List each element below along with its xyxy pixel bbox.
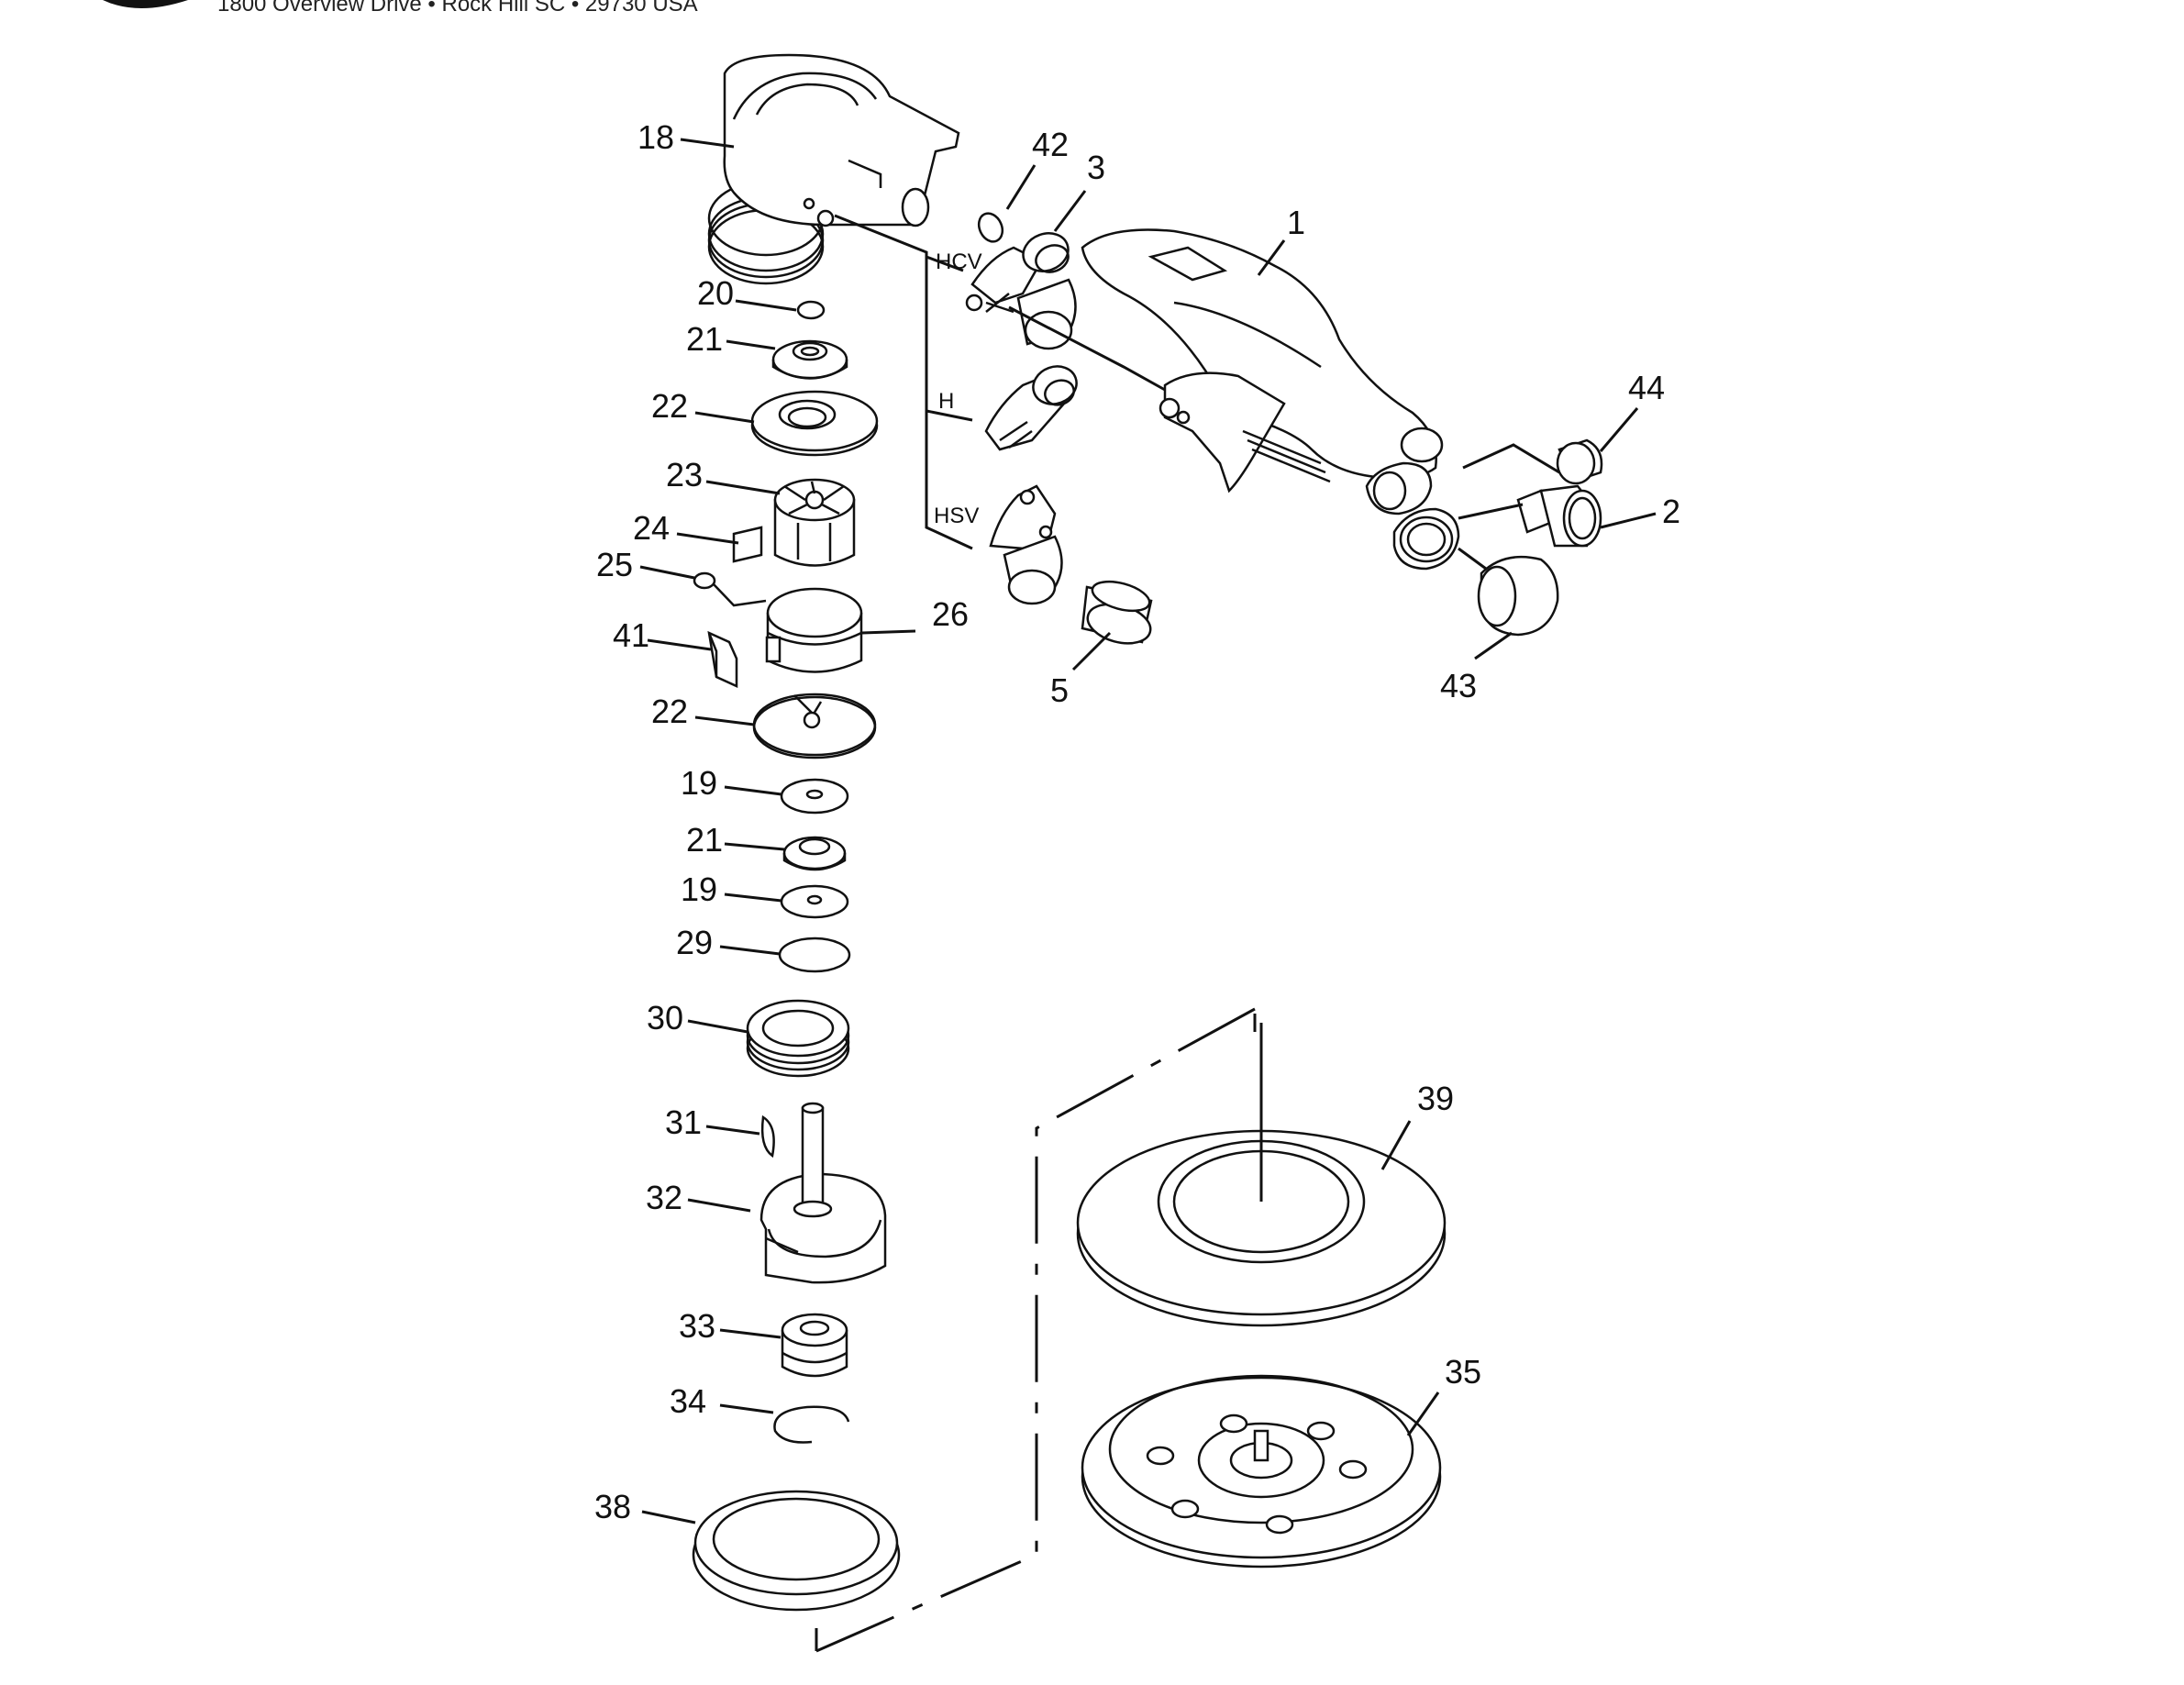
part-30-bearing-housing <box>746 999 850 1078</box>
part-19-spacer-upper <box>780 778 849 815</box>
label-26: 26 <box>932 595 969 633</box>
label-22b: 22 <box>651 693 688 730</box>
part-21-bearing-upper <box>771 339 848 380</box>
label-3: 3 <box>1087 149 1105 186</box>
label-29: 29 <box>676 924 713 961</box>
brand-logo <box>103 0 188 8</box>
part-34-retaining-ring <box>773 1405 850 1444</box>
header: 1800 Overview Drive • Rock Hill SC • 297… <box>103 0 698 17</box>
part-22-end-plate-lower <box>752 693 877 759</box>
part-labels: 18 20 21 22 23 24 25 26 41 22 19 21 19 2… <box>594 118 1680 1525</box>
header-address: 1800 Overview Drive • Rock Hill SC • 297… <box>217 0 698 17</box>
part-33-bearing <box>781 1313 848 1378</box>
assembly-lines <box>815 214 1560 1653</box>
part-42-o-ring <box>977 212 1004 243</box>
part-32-shaft-counterweight <box>759 1102 887 1284</box>
label-31: 31 <box>665 1103 702 1141</box>
part-18-housing <box>707 53 960 285</box>
part-31-key <box>760 1114 775 1158</box>
label-19b: 19 <box>681 870 717 908</box>
part-20-retaining-ring <box>796 300 826 320</box>
label-39: 39 <box>1417 1080 1454 1117</box>
label-20: 20 <box>697 274 734 312</box>
code-hcv: HCV <box>936 249 982 274</box>
part-23-rotor <box>773 478 856 567</box>
part-35-backing-pad <box>1081 1374 1442 1569</box>
label-2: 2 <box>1662 493 1680 530</box>
label-18: 18 <box>637 118 674 156</box>
label-38: 38 <box>594 1488 631 1525</box>
valve-hsv <box>989 484 1063 605</box>
part-44-cap <box>1556 438 1603 485</box>
valve-h <box>984 365 1078 451</box>
part-41-plate <box>707 630 738 688</box>
part-22-end-plate-upper <box>750 390 879 457</box>
valve-codes: HCV H HSV <box>934 249 982 528</box>
label-24: 24 <box>633 509 670 547</box>
part-19-spacer-lower <box>780 884 849 919</box>
label-33: 33 <box>679 1307 715 1345</box>
part-38-shroud <box>692 1490 901 1612</box>
label-5: 5 <box>1050 671 1069 709</box>
part-29-o-ring <box>778 937 851 973</box>
label-25: 25 <box>596 546 633 583</box>
part-5-plug <box>1081 580 1153 645</box>
label-1: 1 <box>1287 204 1305 241</box>
label-34: 34 <box>670 1382 706 1420</box>
label-43: 43 <box>1440 667 1477 704</box>
part-24-vane <box>732 526 763 563</box>
code-h: H <box>938 389 954 414</box>
label-22a: 22 <box>651 387 688 425</box>
label-44: 44 <box>1628 369 1665 406</box>
label-32: 32 <box>646 1179 682 1216</box>
label-35: 35 <box>1445 1353 1481 1391</box>
part-26-cylinder <box>765 587 863 673</box>
label-30: 30 <box>647 999 683 1036</box>
part-25-o-ring <box>693 571 767 607</box>
part-43-cap <box>1477 555 1559 637</box>
valve-hcv-assembly <box>965 232 1077 350</box>
label-21b: 21 <box>686 821 723 859</box>
label-23: 23 <box>666 456 703 493</box>
label-21a: 21 <box>686 320 723 358</box>
part-1-handle <box>1081 228 1460 571</box>
label-41: 41 <box>613 616 649 654</box>
label-42: 42 <box>1032 126 1069 163</box>
part-2-inlet-fitting <box>1516 484 1602 548</box>
label-19a: 19 <box>681 764 717 802</box>
leader-lines <box>639 138 1657 1524</box>
code-hsv: HSV <box>934 504 979 528</box>
part-21-bearing-lower <box>782 836 847 871</box>
